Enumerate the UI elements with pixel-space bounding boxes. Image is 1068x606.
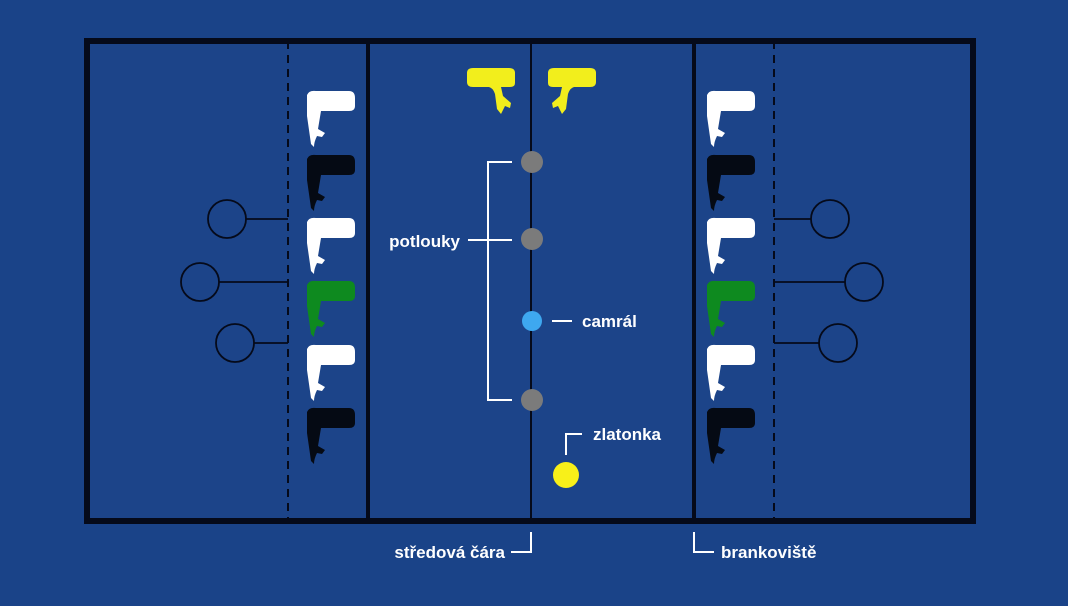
midline-label: středová čára xyxy=(394,543,505,562)
bludgers-label: potlouky xyxy=(389,232,460,251)
quaffle xyxy=(522,311,542,331)
hoops-left xyxy=(180,199,288,363)
midline-pointer xyxy=(511,532,532,553)
quaffle-label: camrál xyxy=(582,312,637,331)
bludger xyxy=(521,151,543,173)
bludger xyxy=(521,228,543,250)
bludgers-bracket xyxy=(468,161,512,401)
bludger xyxy=(521,389,543,411)
snitch-label: zlatonka xyxy=(593,425,662,444)
snitch xyxy=(553,462,579,488)
hoops-right xyxy=(774,199,884,363)
snitch-pointer xyxy=(565,433,582,455)
keeper-zone-pointer xyxy=(693,532,714,553)
keeper-zone-label: brankoviště xyxy=(721,543,816,562)
